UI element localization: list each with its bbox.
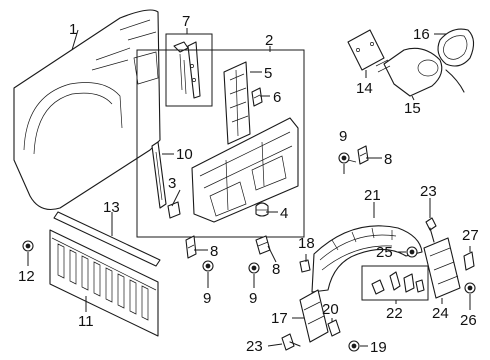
- callout-7: 7: [182, 13, 190, 30]
- callout-27: 27: [462, 227, 479, 244]
- clip-part-20: [327, 319, 341, 337]
- inner-bedside-panel-part-2: [191, 117, 299, 223]
- bedside-outer-panel-part-1: [13, 9, 161, 211]
- push-pin-part-18: [299, 259, 311, 273]
- vertical-strip-part-10: [151, 141, 167, 209]
- callout-22: 22: [386, 305, 403, 322]
- bracket-part-3: [167, 201, 181, 219]
- callout-19: 19: [370, 339, 387, 356]
- clip-part-27: [463, 251, 475, 271]
- callout-18: 18: [298, 235, 315, 252]
- callout-15: 15: [404, 100, 421, 117]
- part-7-group-box: [165, 33, 213, 107]
- callout-9-upper: 9: [339, 128, 347, 145]
- plug-part-4: [255, 202, 269, 217]
- rail-strip-part-13: [53, 211, 161, 267]
- clip-part-8-right: [255, 235, 271, 255]
- inner-column-part-5: [223, 61, 251, 145]
- callout-17: 17: [271, 310, 288, 327]
- callout-24: 24: [432, 305, 449, 322]
- filler-housing-part-15: [375, 47, 465, 97]
- callout-23-upper: 23: [420, 183, 437, 200]
- fuel-door-part-14: [347, 29, 385, 71]
- screw-part-23-upper: [425, 217, 437, 243]
- callout-9-left: 9: [203, 290, 211, 307]
- callout-8-left: 8: [210, 243, 218, 260]
- callout-20: 20: [322, 301, 339, 318]
- callout-6: 6: [273, 89, 281, 106]
- callout-8-right: 8: [272, 261, 280, 278]
- leader-lines: [27, 28, 471, 347]
- bolt-part-9-left: [202, 260, 214, 272]
- callout-2: 2: [265, 32, 273, 49]
- callout-14: 14: [356, 80, 373, 97]
- screw-part-23-lower: [281, 333, 301, 351]
- callout-26: 26: [460, 312, 477, 329]
- bolt-part-9-upper: [338, 152, 357, 164]
- bolt-part-25: [406, 246, 418, 258]
- callout-25: 25: [376, 244, 393, 261]
- part-2-group-box: [136, 49, 305, 238]
- filler-ring-part-16: [437, 28, 475, 67]
- tailgate-panel-part-11: [49, 229, 159, 337]
- clip-part-8-upper: [357, 145, 369, 165]
- clip-part-8-left: [185, 235, 197, 259]
- callout-21: 21: [364, 187, 381, 204]
- bolt-part-9-right: [248, 262, 260, 274]
- callout-3: 3: [168, 175, 176, 192]
- callout-10: 10: [176, 146, 193, 163]
- callout-9-right: 9: [249, 290, 257, 307]
- bolt-part-26: [464, 282, 476, 294]
- splash-shield-part-24: [423, 237, 461, 299]
- bolt-part-12: [22, 240, 34, 252]
- callout-23-lower: 23: [246, 338, 263, 355]
- bolt-part-19: [348, 340, 360, 352]
- callout-8-upper: 8: [384, 151, 392, 168]
- callout-12: 12: [18, 268, 35, 285]
- callout-4: 4: [280, 205, 288, 222]
- callout-labels: 1 2 3 4 5 6 7 8 8 8 9 9 9 10 11 12 13 14…: [18, 13, 479, 356]
- callout-13: 13: [103, 199, 120, 216]
- part-22-group-box: [361, 265, 429, 301]
- callout-5: 5: [264, 65, 272, 82]
- clip-part-6: [251, 87, 263, 107]
- callout-1: 1: [69, 21, 77, 38]
- fastener-kit-part-22: [371, 271, 425, 295]
- callout-11: 11: [78, 313, 94, 330]
- callout-16: 16: [413, 26, 430, 43]
- lower-bracket-part-17: [299, 289, 329, 343]
